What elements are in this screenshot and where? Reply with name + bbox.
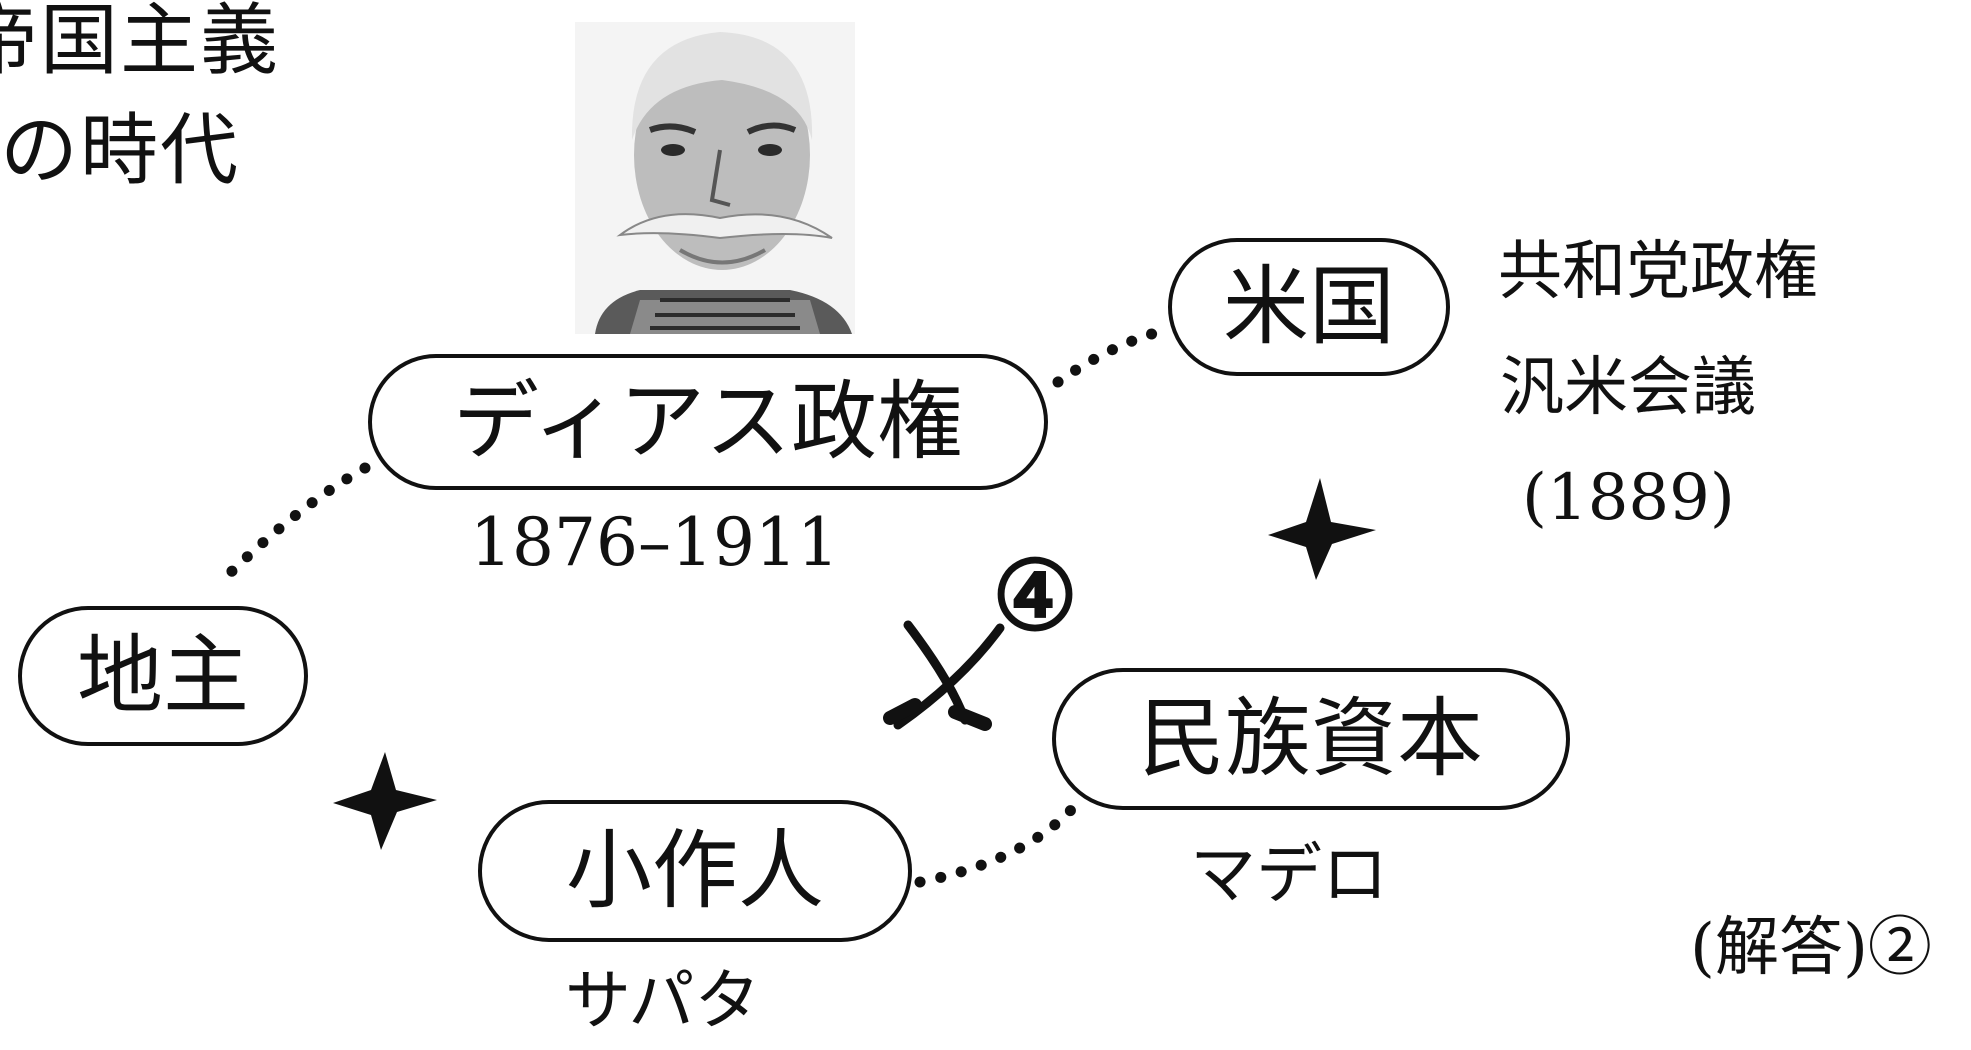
tenant-leader: サパタ — [565, 962, 761, 1039]
conflict-star-icon — [1268, 478, 1376, 580]
connector-diaz-landlord — [222, 462, 371, 581]
node-national-capital-label: 民族資本 — [1139, 689, 1483, 789]
crossed-swords-icon — [883, 620, 1005, 731]
node-tenant-farmers-label: 小作人 — [566, 821, 824, 921]
conflict-star-icon — [333, 752, 437, 850]
node-diaz-regime-label: ディアス政権 — [453, 372, 963, 472]
question-marker: ④ — [992, 539, 1079, 652]
page-title-line1: 帝国主義 — [0, 0, 281, 86]
node-usa: 米国 — [1168, 238, 1450, 376]
node-usa-label: 米国 — [1223, 257, 1395, 357]
usa-note-line1: 共和党政権 — [1498, 235, 1818, 309]
portrait-image — [575, 22, 855, 334]
node-diaz-regime: ディアス政権 — [368, 354, 1048, 490]
node-landlord: 地主 — [18, 606, 308, 746]
node-national-capital: 民族資本 — [1052, 668, 1570, 810]
connector-tenant-capital — [914, 794, 1086, 888]
connector-diaz-usa — [1052, 324, 1171, 388]
page-title-line2: の時代 — [0, 106, 241, 196]
node-tenant-farmers: 小作人 — [478, 800, 912, 942]
answer-label: (解答)② — [1690, 911, 1932, 985]
usa-note-line3: (1889) — [1522, 461, 1735, 535]
usa-note-line2: 汎米会議 — [1500, 351, 1756, 425]
node-landlord-label: 地主 — [77, 626, 249, 726]
national-capital-leader: マデロ — [1190, 836, 1388, 913]
diaz-period: 1876–1911 — [470, 504, 839, 581]
